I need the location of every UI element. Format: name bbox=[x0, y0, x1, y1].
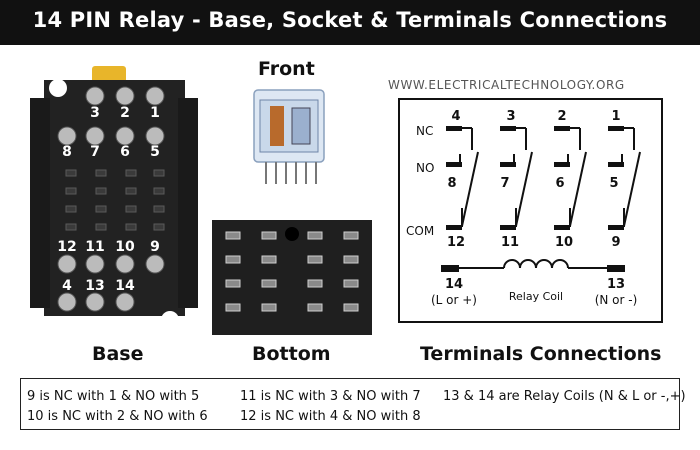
no-pin-label: 7 bbox=[500, 176, 509, 191]
base-pin-label: 6 bbox=[120, 144, 130, 160]
coil-left-label: (L or +) bbox=[431, 293, 477, 307]
nc-row-label: NC bbox=[416, 124, 433, 138]
relay-pins bbox=[265, 162, 317, 184]
base-pin-label: 4 bbox=[62, 278, 72, 294]
mount-hole bbox=[49, 79, 67, 97]
base-pin-label: 5 bbox=[150, 144, 160, 160]
note-10: 10 is NC with 2 & NO with 6 bbox=[27, 409, 208, 424]
base-pin-label: 7 bbox=[90, 144, 100, 160]
nc-pin-label: 2 bbox=[557, 109, 566, 124]
caption-bottom: Bottom bbox=[252, 343, 331, 365]
no-pin-label: 5 bbox=[609, 176, 618, 191]
base-socket: 3 2 1 8 7 6 5 12 11 10 9 4 13 14 bbox=[30, 66, 198, 329]
relay-bottom-view bbox=[212, 220, 372, 335]
mount-hole bbox=[161, 311, 179, 329]
connection-notes bbox=[20, 378, 680, 430]
com-pin-label: 12 bbox=[447, 235, 465, 250]
base-pin-label: 10 bbox=[115, 239, 135, 255]
contact-switch bbox=[554, 126, 587, 230]
base-pin-label: 9 bbox=[150, 239, 160, 255]
no-pin-label: 6 bbox=[555, 176, 564, 191]
socket-slots bbox=[65, 169, 165, 231]
no-pin-label: 8 bbox=[447, 176, 456, 191]
schematic-frame bbox=[398, 98, 663, 323]
no-row-label: NO bbox=[416, 161, 434, 175]
coil-pin-right: 13 bbox=[607, 277, 625, 292]
socket-latch bbox=[92, 66, 126, 84]
caption-base: Base bbox=[92, 343, 144, 365]
coil-pin-left: 14 bbox=[445, 277, 463, 292]
base-pin-label: 11 bbox=[85, 239, 104, 255]
bottom-pin-slots bbox=[225, 231, 359, 312]
relay-coil-winding bbox=[270, 106, 284, 146]
switch-group bbox=[446, 126, 641, 230]
nc-pin-label: 1 bbox=[611, 109, 620, 124]
relay-contacts bbox=[291, 107, 311, 145]
com-pin-label: 9 bbox=[611, 235, 620, 250]
note-9: 9 is NC with 1 & NO with 5 bbox=[27, 389, 200, 404]
note-12: 12 is NC with 4 & NO with 8 bbox=[240, 409, 421, 424]
screw-row-bottom bbox=[57, 254, 165, 312]
note-11: 11 is NC with 3 & NO with 7 bbox=[240, 389, 421, 404]
page-title: 14 PIN Relay - Base, Socket & Terminals … bbox=[32, 8, 668, 32]
com-row-label: COM bbox=[406, 224, 434, 238]
socket-left-rail bbox=[30, 98, 50, 308]
com-pin-label: 11 bbox=[501, 235, 519, 250]
base-pin-label: 14 bbox=[115, 278, 135, 294]
caption-terminals: Terminals Connections bbox=[420, 343, 662, 365]
base-pin-label: 13 bbox=[85, 278, 104, 294]
bottom-key-hole bbox=[285, 227, 299, 241]
title-bar: 14 PIN Relay - Base, Socket & Terminals … bbox=[0, 0, 700, 45]
base-pin-label: 1 bbox=[150, 105, 160, 121]
contact-switch bbox=[608, 126, 641, 230]
relay-coil-symbol bbox=[441, 259, 625, 272]
note-13-14: 13 & 14 are Relay Coils (N & L or -,+) bbox=[443, 389, 686, 404]
socket-right-rail bbox=[178, 98, 198, 308]
contact-switch bbox=[500, 126, 533, 230]
coil-name-label: Relay Coil bbox=[509, 290, 563, 303]
watermark: WWW.ELECTRICALTECHNOLOGY.ORG bbox=[388, 78, 625, 92]
base-pin-label: 2 bbox=[120, 105, 130, 121]
base-pin-label: 12 bbox=[57, 239, 76, 255]
terminal-schematic: NC NO COM 4 3 2 1 8 7 6 5 12 11 10 9 14 … bbox=[398, 98, 663, 323]
nc-pin-label: 3 bbox=[506, 109, 515, 124]
relay-front-image bbox=[253, 89, 325, 184]
coil-right-label: (N or -) bbox=[595, 293, 638, 307]
base-pin-label: 3 bbox=[90, 105, 100, 121]
com-pin-label: 10 bbox=[555, 235, 573, 250]
nc-pin-label: 4 bbox=[451, 109, 460, 124]
base-pin-label: 8 bbox=[62, 144, 72, 160]
contact-switch bbox=[446, 126, 479, 230]
screw-row-top bbox=[57, 86, 165, 146]
caption-front: Front bbox=[258, 58, 315, 80]
